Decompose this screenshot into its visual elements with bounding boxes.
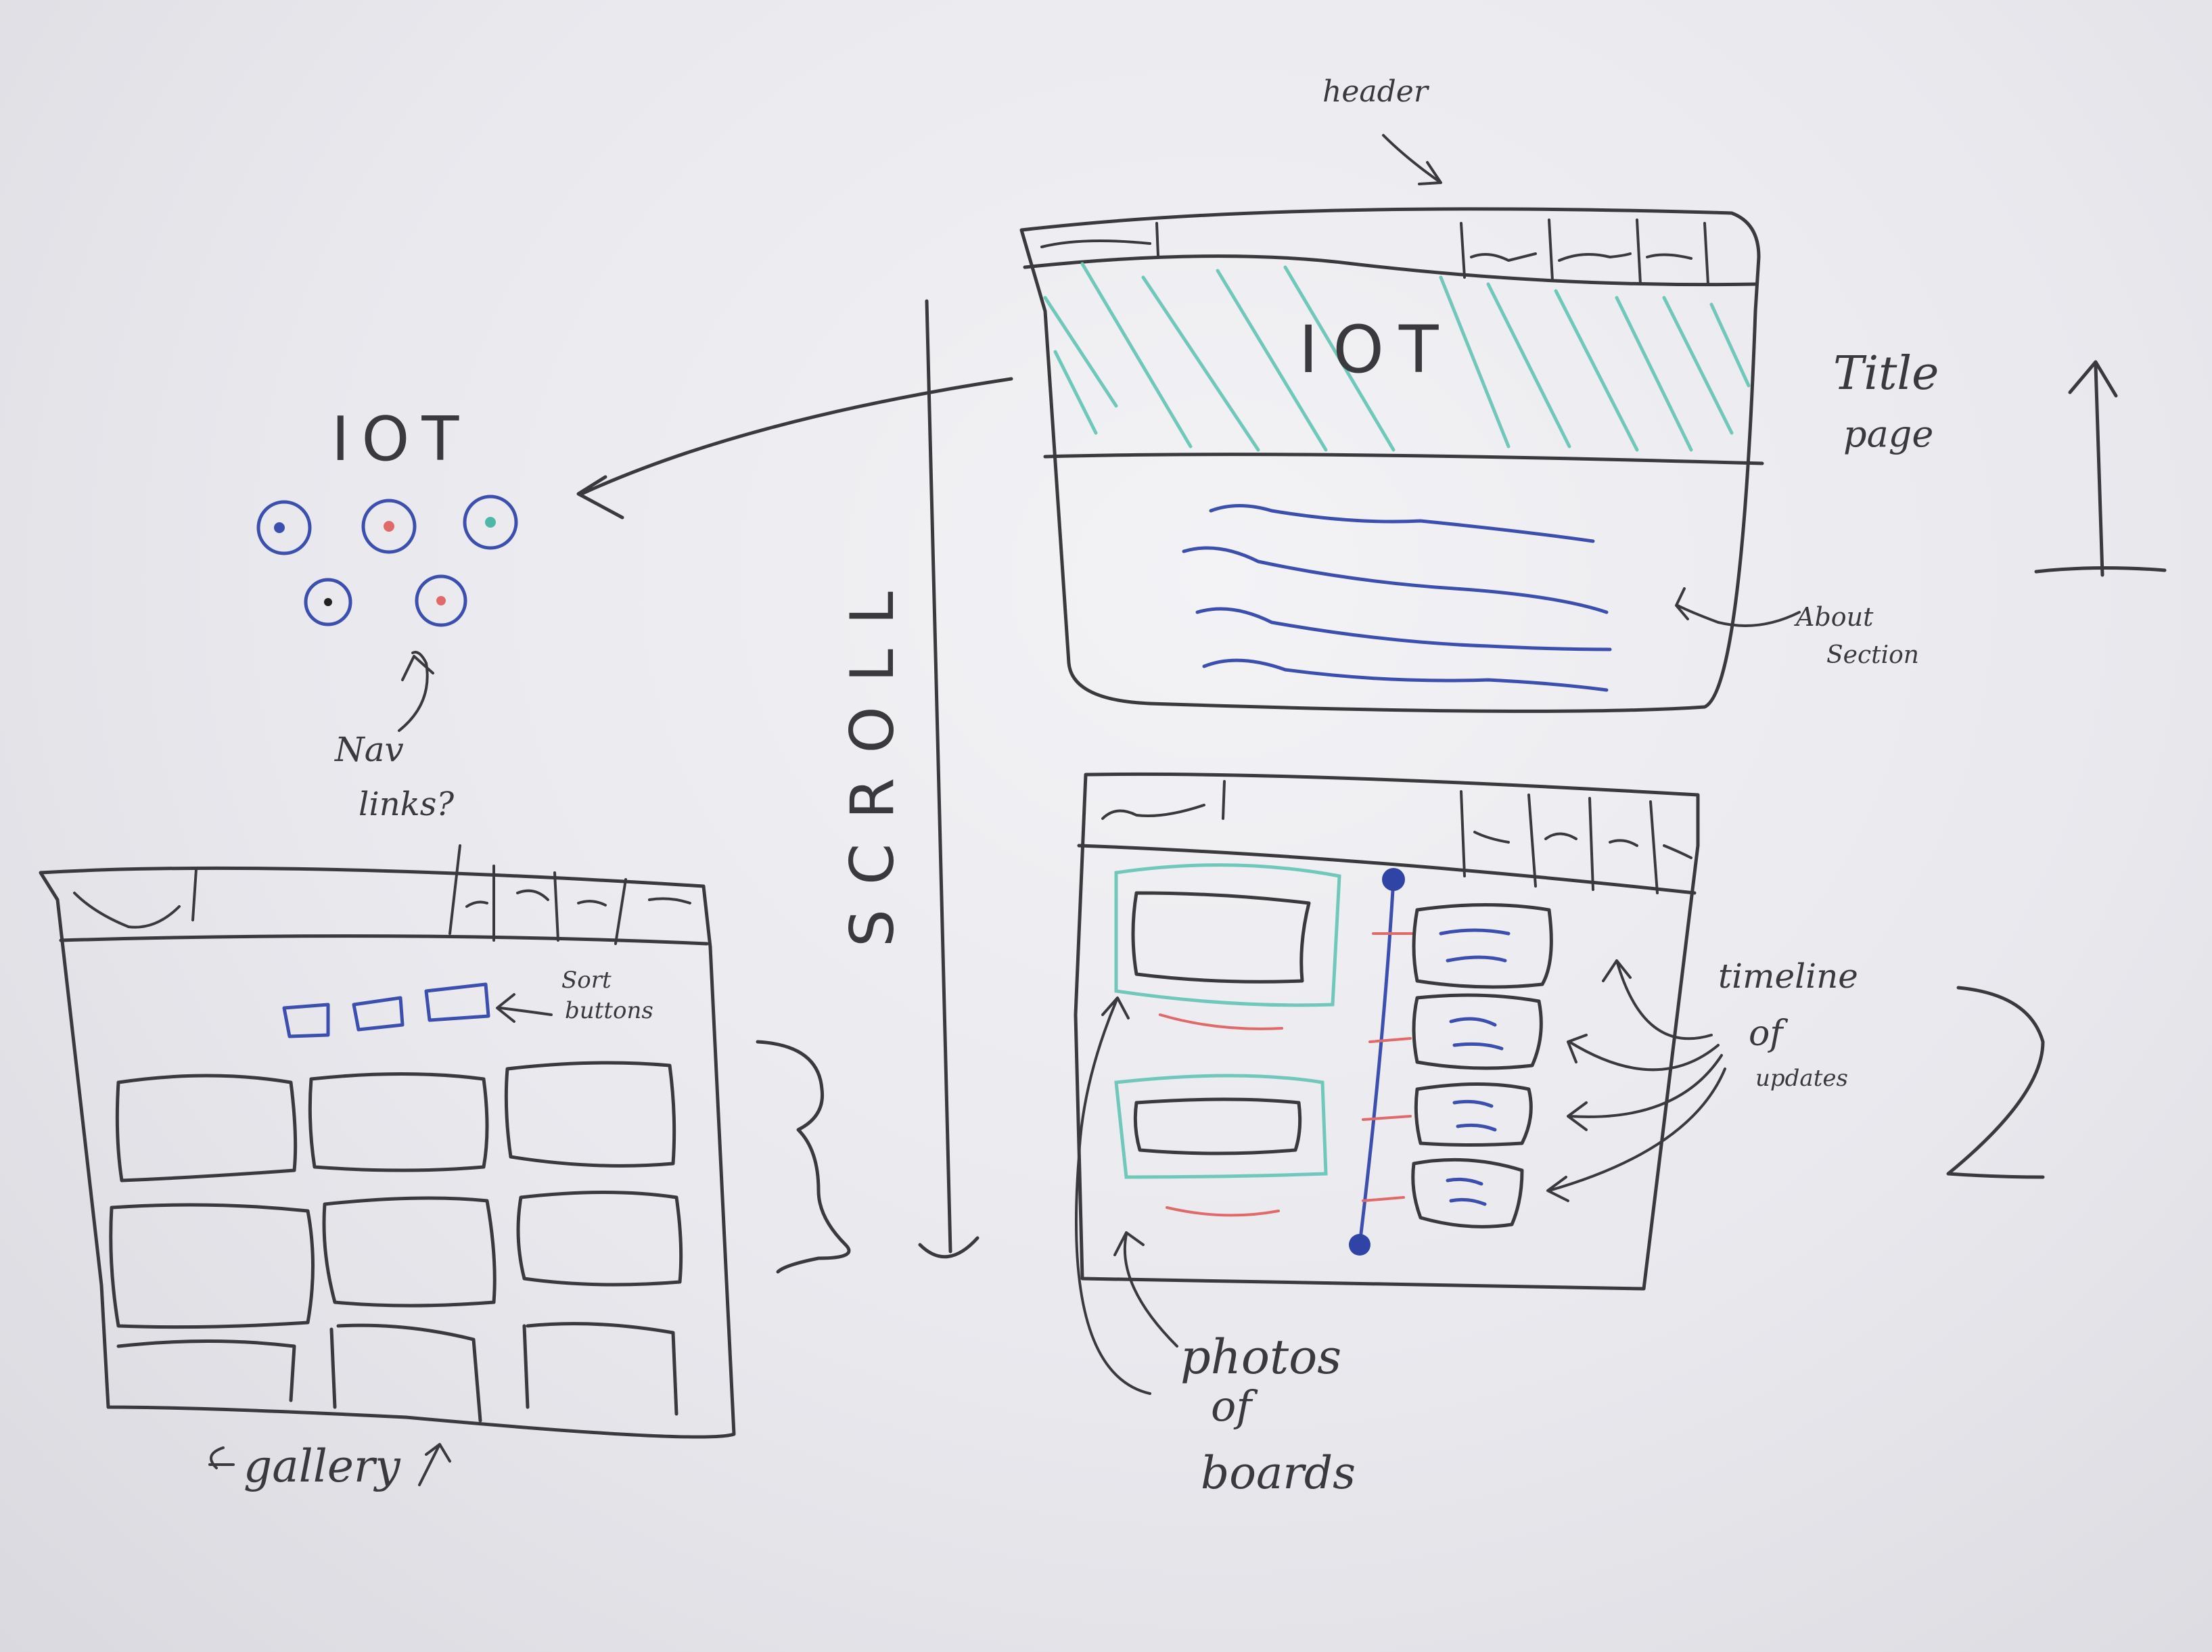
nav-label-line2: links?: [359, 785, 454, 823]
nav-link-circle-2: [361, 499, 417, 554]
update-card-4: [1411, 1157, 1524, 1229]
scroll-label: SCROLL: [837, 567, 907, 947]
gallery-label: gallery: [244, 1440, 400, 1492]
timeline-axis: [1358, 877, 1396, 1247]
step-2-marker: [1946, 986, 2045, 1179]
timeline-start-dot: [1382, 868, 1405, 891]
title-band-hatching: [1043, 262, 1751, 452]
nav-link-circle-3: [463, 495, 518, 550]
header-arrow: [1382, 134, 1442, 185]
about-arrow: [1675, 587, 1801, 627]
scroll-indicator: SCROLL: [837, 299, 980, 1259]
update-card-3: [1414, 1082, 1533, 1147]
title-iot: IOT: [1299, 312, 1454, 388]
photo-frame-1: [1114, 863, 1341, 1007]
timeline-label-line3: updates: [1755, 1065, 1848, 1092]
gallery-arrow: [418, 1443, 451, 1486]
sort-button-3: [424, 982, 490, 1022]
about-label-line1: About: [1794, 602, 1874, 632]
nav-label-line1: Nav: [334, 730, 404, 769]
nav-title: IOT: [331, 404, 471, 475]
nav-link-dot-5: [436, 596, 446, 605]
photo-2: [1133, 1097, 1302, 1155]
nav-link-circle-4: [304, 578, 352, 626]
photo-1: [1131, 891, 1311, 984]
sort-button-2: [352, 996, 405, 1032]
timeline-label-line2: of: [1749, 1013, 1788, 1054]
nav-arrow: [398, 651, 434, 732]
step-1-marker: [2034, 360, 2167, 577]
title-page-label-line2: page: [1843, 413, 1933, 455]
title-page-label-line1: Title: [1833, 347, 1939, 400]
sort-label-line2: buttons: [565, 997, 653, 1024]
iot-to-nav-arrow: [576, 377, 1013, 520]
photos-label-line2: of: [1211, 1381, 1258, 1431]
update-card-2: [1412, 993, 1543, 1070]
sort-arrow: [496, 993, 553, 1023]
sort-button-1: [282, 1003, 330, 1038]
gallery-wireframe: [39, 844, 736, 1439]
nav-link-dot-4: [324, 598, 332, 606]
nav-link-dot-3: [485, 517, 496, 528]
timeline-end-dot: [1349, 1234, 1370, 1256]
photos-label-line3: boards: [1201, 1447, 1356, 1499]
header-label: header: [1322, 74, 1430, 109]
nav-link-circle-1: [256, 500, 312, 555]
step-3-marker: 3.: [756, 1040, 851, 1274]
nav-mockup: IOT: [256, 404, 518, 627]
nav-link-dot-2: [384, 521, 394, 532]
nav-link-dot-1: [274, 522, 285, 533]
nav-link-circle-5: [415, 574, 467, 627]
timeline-label-line1: timeline: [1718, 957, 1858, 996]
timeline-arrows: [1546, 959, 1726, 1202]
photos-arrows: [1075, 996, 1178, 1395]
photo-frame-2: [1114, 1074, 1328, 1179]
title-page-wireframe: [1019, 207, 1764, 713]
timeline-wireframe: [1074, 772, 1700, 1291]
about-label-line2: Section: [1826, 641, 1919, 669]
sort-label-line1: Sort: [561, 967, 612, 994]
gallery-left-mark: [208, 1446, 235, 1469]
update-card-1: [1412, 903, 1553, 989]
photos-label-line1: photos: [1180, 1329, 1341, 1385]
